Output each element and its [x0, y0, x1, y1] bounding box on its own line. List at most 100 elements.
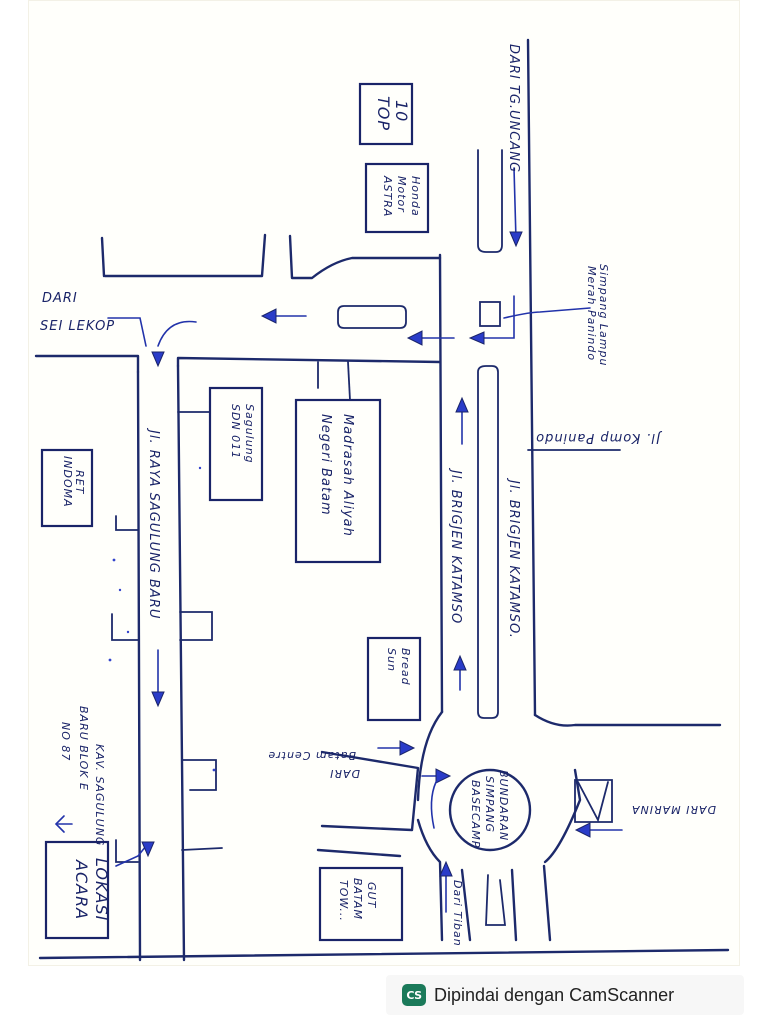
arrow-head-icon: [151, 691, 165, 708]
arrow-head-icon: [439, 860, 453, 877]
sagulung-edge-west: [136, 370, 142, 962]
label-lokasi-line2: ACARA: [72, 859, 91, 920]
road-edge-east: [526, 38, 537, 717]
roundabout-outer-ne: [533, 713, 722, 727]
block-astra-honda: [364, 162, 430, 234]
marina-island-mark: [577, 781, 609, 823]
label-kav-line2: BARU BLOK E: [77, 706, 90, 791]
block-top-10: [358, 82, 414, 146]
pen-dots: [108, 466, 216, 772]
label-madrasah-line1: Madrasah Aliyah: [340, 414, 355, 537]
dot: [126, 630, 130, 634]
side-lane-3: [179, 611, 213, 641]
arrow-line-sei-lekop-2: [157, 320, 197, 347]
cross-road-north-edge-west: [103, 233, 267, 278]
dot: [198, 466, 202, 470]
camscanner-footer: CS Dipindai dengan CamScanner: [386, 975, 744, 1015]
label-top-10-line2: 10: [392, 100, 411, 122]
median-south: [477, 365, 499, 719]
side-lane-4: [181, 759, 217, 791]
label-gut-line2: BATAM: [351, 878, 364, 920]
arrow-head-icon: [399, 740, 416, 756]
dot: [212, 768, 216, 772]
label-simpang-line2: Merah Panindo: [585, 266, 598, 361]
side-lane-6: [181, 847, 223, 851]
road-to-marina-south: [542, 864, 552, 942]
label-sun-bread-line1: Sun: [385, 648, 398, 672]
roundabout-outer-nw: [416, 710, 444, 802]
label-sdn-line2: Sagulung: [243, 404, 256, 464]
arrow-head-icon: [141, 841, 155, 858]
arrow-head-icon: [151, 351, 165, 368]
label-dari-tiban: Dari Tiban: [451, 880, 464, 947]
arrow-head-icon: [574, 822, 591, 838]
arrow-head-icon: [54, 815, 65, 833]
label-madrasah-line2: Negeri Batam: [318, 414, 333, 516]
roundabout-outer-sw: [416, 818, 444, 942]
label-dari-marina: DARI MARINA: [631, 803, 716, 816]
label-kav-line1: KAV. SAGULUNG: [93, 744, 106, 846]
side-lane-9: [347, 361, 351, 401]
road-to-tiban-west: [460, 868, 472, 942]
label-top-10-line1: TOP: [374, 96, 393, 131]
label-bundaran-line2: SIMPANG: [483, 776, 496, 833]
label-dari-batam-centre-line2: Batam Centre: [267, 749, 356, 762]
roundabout-outer-e: [543, 768, 582, 864]
side-lane-5: [115, 839, 139, 863]
labels: DARI TG.UNCANG TOP 10 ASTRA Motor Honda …: [40, 44, 716, 947]
tiban-island: [485, 874, 507, 926]
label-dari-sei-lekop-line2: SEI LEKOP: [40, 319, 115, 334]
road-raya-sagulung-baru: [111, 361, 351, 962]
hand-drawn-map: DARI TG.UNCANG TOP 10 ASTRA Motor Honda …: [34, 38, 730, 962]
label-lokasi-line1: LOKASI: [92, 858, 111, 921]
label-dari-tg-uncang: DARI TG.UNCANG: [506, 44, 521, 173]
arrow-line-sei-lekop: [107, 317, 147, 347]
arrow-head-icon: [509, 231, 523, 248]
road-edge-west: [438, 253, 444, 714]
label-jl-brigjen-katamso-outer: Jl. BRIGJEN KATAMSO.: [506, 477, 521, 639]
side-lane-1: [115, 515, 139, 531]
arrow-head-icon: [468, 331, 485, 345]
label-dari-batam-centre-line1: DARI: [329, 767, 360, 780]
label-bundaran-line3: BASECAMP: [469, 780, 482, 848]
block-madrasah: [294, 398, 382, 564]
arrow-head-icon: [406, 330, 423, 346]
cross-road-south-edge-east: [176, 356, 442, 368]
road-brigjen-katamso: [438, 38, 537, 719]
arrow-head-icon: [453, 654, 467, 671]
cross-road-stub-west: [100, 236, 106, 278]
sagulung-edge-east: [176, 364, 186, 962]
road-batam-centre-south: [316, 848, 402, 858]
dot: [108, 658, 112, 662]
arrow-line-lokasi: [115, 845, 147, 867]
cross-road-south-edge-west: [34, 354, 140, 374]
median-north: [477, 149, 503, 253]
label-sun-bread-line2: Bread: [399, 648, 412, 686]
road-to-tiban-east: [510, 868, 518, 942]
roundabout-basecamp: [316, 710, 722, 942]
road-batam-centre-wedge: [320, 750, 420, 832]
label-astra-line1: ASTRA: [381, 175, 394, 217]
label-kav-line3: NO 87: [59, 722, 72, 761]
map-bottom-line: [38, 948, 730, 960]
traffic-light-box: [479, 301, 501, 327]
label-gut-line3: TOW...: [337, 880, 350, 922]
arrow-head-icon: [455, 396, 469, 413]
block-indomaret: [40, 448, 94, 528]
median-cross: [337, 305, 407, 329]
road-cross-panindo: [34, 233, 621, 451]
arrow-head-icon: [260, 308, 277, 324]
label-jl-raya-sagulung-baru: Jl. RAYA SAGULUNG BARU: [146, 427, 161, 619]
cross-road-north-edge-east: [288, 234, 442, 280]
camscanner-text: Dipindai dengan CamScanner: [434, 984, 675, 1005]
arrow-line-simpang: [475, 295, 515, 339]
leader-line-simpang: [503, 307, 591, 319]
label-astra-line2: Motor: [395, 176, 408, 213]
marina-island: [574, 779, 613, 823]
label-simpang-line1: Simpang Lampu: [597, 264, 610, 366]
label-bundaran-line1: BUNDARAN: [497, 770, 510, 841]
roundabout-inner: [448, 768, 532, 852]
arrow-line-round-curve: [430, 781, 437, 829]
label-sdn-line1: SDN 011: [229, 404, 242, 459]
scanned-page: DARI TG.UNCANG TOP 10 ASTRA Motor Honda …: [28, 0, 740, 966]
